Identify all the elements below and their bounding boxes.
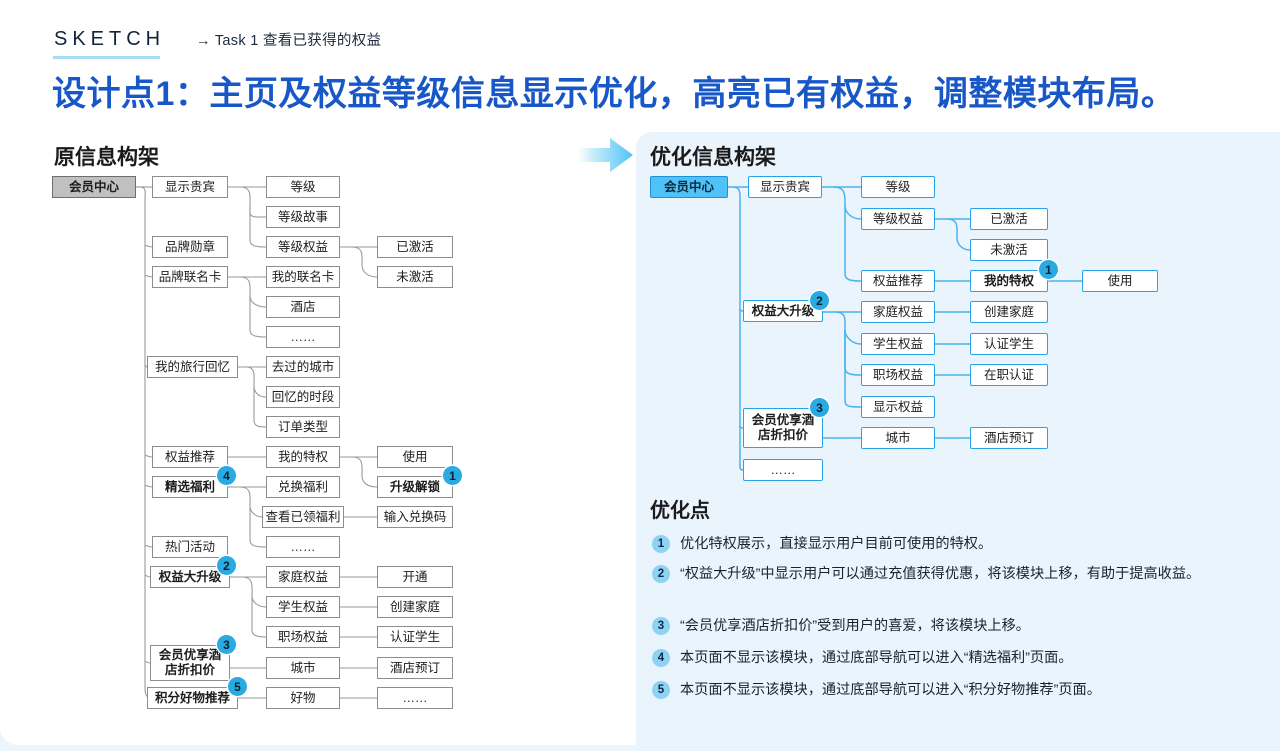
tree-node-精选福利[interactable]: 精选福利: [152, 476, 228, 498]
tree-node-会员中心[interactable]: 会员中心: [650, 176, 728, 198]
tree-node-升级解锁[interactable]: 升级解锁: [377, 476, 453, 498]
optimization-point-3: 3 “会员优享酒店折扣价”受到用户的喜爱，将该模块上移。: [652, 615, 1238, 637]
point-text: 本页面不显示该模块，通过底部导航可以进入“精选福利”页面。: [680, 650, 1073, 666]
tree-node-酒店[interactable]: 酒店: [266, 296, 340, 318]
tree-node-去过的城市[interactable]: 去过的城市: [266, 356, 340, 378]
tree-node-显示贵宾[interactable]: 显示贵宾: [152, 176, 228, 198]
right-arrow-icon: [578, 138, 633, 172]
tree-node-等级[interactable]: 等级: [266, 176, 340, 198]
tree-node-查看已领福利[interactable]: 查看已领福利: [262, 506, 344, 528]
point-number-badge: 3: [652, 617, 670, 635]
marker-badge-3: 3: [217, 635, 236, 654]
point-text: “权益大升级”中显示用户可以通过充值获得优惠，将该模块上移，有助于提高收益。: [680, 566, 1201, 582]
tree-node-学生权益[interactable]: 学生权益: [861, 333, 935, 355]
tree-node-学生权益[interactable]: 学生权益: [266, 596, 340, 618]
tree-node-已激活[interactable]: 已激活: [377, 236, 453, 258]
tree-node-使用[interactable]: 使用: [1082, 270, 1158, 292]
tree-node-未激活[interactable]: 未激活: [970, 239, 1048, 261]
tree-node-认证学生[interactable]: 认证学生: [970, 333, 1048, 355]
tree-node-职场权益[interactable]: 职场权益: [861, 364, 935, 386]
tree-node-显示权益[interactable]: 显示权益: [861, 396, 935, 418]
marker-badge-5: 5: [228, 677, 247, 696]
tree-node-我的特权[interactable]: 我的特权: [970, 270, 1048, 292]
tree-node-创建家庭[interactable]: 创建家庭: [377, 596, 453, 618]
tree-node-认证学生[interactable]: 认证学生: [377, 626, 453, 648]
tree-node-家庭权益[interactable]: 家庭权益: [266, 566, 340, 588]
left-tree-wires: [136, 186, 378, 699]
tree-node-酒店预订[interactable]: 酒店预订: [377, 657, 453, 679]
point-number-badge: 2: [652, 565, 670, 583]
right-tree-wires: [728, 186, 1082, 471]
point-text: “会员优享酒店折扣价”受到用户的喜爱，将该模块上移。: [680, 618, 1030, 634]
tree-node-在职认证[interactable]: 在职认证: [970, 364, 1048, 386]
tree-node-等级权益[interactable]: 等级权益: [861, 208, 935, 230]
tree-node-等级权益[interactable]: 等级权益: [266, 236, 340, 258]
tree-node-权益推荐[interactable]: 权益推荐: [152, 446, 228, 468]
marker-badge-2: 2: [810, 291, 829, 310]
tree-node-职场权益[interactable]: 职场权益: [266, 626, 340, 648]
tree-node-我的旅行回忆[interactable]: 我的旅行回忆: [147, 356, 238, 378]
tree-node-酒店预订[interactable]: 酒店预订: [970, 427, 1048, 449]
tree-node-兑换福利[interactable]: 兑换福利: [266, 476, 340, 498]
tree-node-开通[interactable]: 开通: [377, 566, 453, 588]
tree-node-会员优享酒店折扣价[interactable]: 会员优享酒店折扣价: [743, 408, 823, 448]
marker-badge-1: 1: [1039, 260, 1058, 279]
tree-node-我的特权[interactable]: 我的特权: [266, 446, 340, 468]
tree-node-热门活动[interactable]: 热门活动: [152, 536, 228, 558]
tree-node-积分好物推荐[interactable]: 积分好物推荐: [147, 687, 238, 709]
tree-node-权益大升级[interactable]: 权益大升级: [743, 300, 823, 322]
tree-node-line: 店折扣价: [164, 663, 215, 677]
tree-node-line: 会员优享酒: [751, 413, 815, 427]
point-text: 本页面不显示该模块，通过底部导航可以进入“积分好物推荐”页面。: [680, 682, 1101, 698]
tree-node-已激活[interactable]: 已激活: [970, 208, 1048, 230]
marker-badge-3: 3: [810, 398, 829, 417]
tree-node-显示贵宾[interactable]: 显示贵宾: [748, 176, 822, 198]
marker-badge-1: 1: [443, 466, 462, 485]
marker-badge-2: 2: [217, 556, 236, 575]
tree-node-订单类型[interactable]: 订单类型: [266, 416, 340, 438]
tree-node-城市[interactable]: 城市: [861, 427, 935, 449]
point-number-badge: 1: [652, 535, 670, 553]
tree-node-node[interactable]: ……: [266, 536, 340, 558]
brand-label: SKETCH: [54, 28, 166, 50]
tree-node-node[interactable]: ……: [743, 459, 823, 481]
brand-underline: [53, 56, 160, 59]
tree-node-品牌勋章[interactable]: 品牌勋章: [152, 236, 228, 258]
point-text: 优化特权展示，直接显示用户目前可使用的特权。: [680, 536, 993, 552]
point-number-badge: 4: [652, 649, 670, 667]
tree-node-node[interactable]: ……: [266, 326, 340, 348]
optimization-points-heading: 优化点: [650, 500, 710, 522]
tree-node-权益大升级[interactable]: 权益大升级: [150, 566, 230, 588]
tree-node-权益推荐[interactable]: 权益推荐: [861, 270, 935, 292]
tree-node-输入兑换码[interactable]: 输入兑换码: [377, 506, 453, 528]
tree-node-我的联名卡[interactable]: 我的联名卡: [266, 266, 340, 288]
tree-node-等级[interactable]: 等级: [861, 176, 935, 198]
optimized-architecture-heading: 优化信息构架: [650, 146, 776, 169]
task-label: → Task 1 查看已获得的权益: [196, 33, 382, 49]
tree-node-等级故事[interactable]: 等级故事: [266, 206, 340, 228]
optimization-point-4: 4 本页面不显示该模块，通过底部导航可以进入“精选福利”页面。: [652, 647, 1238, 669]
optimization-point-1: 1 优化特权展示，直接显示用户目前可使用的特权。: [652, 533, 1238, 555]
tree-node-回忆的时段[interactable]: 回忆的时段: [266, 386, 340, 408]
marker-badge-4: 4: [217, 466, 236, 485]
optimization-point-5: 5 本页面不显示该模块，通过底部导航可以进入“积分好物推荐”页面。: [652, 679, 1238, 701]
page-title: 设计点1：主页及权益等级信息显示优化，高亮已有权益，调整模块布局。: [52, 75, 1176, 113]
tree-node-node[interactable]: ……: [377, 687, 453, 709]
tree-node-未激活[interactable]: 未激活: [377, 266, 453, 288]
optimization-point-2: 2 “权益大升级”中显示用户可以通过充值获得优惠，将该模块上移，有助于提高收益。: [652, 563, 1238, 585]
tree-node-line: 会员优享酒: [158, 648, 222, 662]
tree-node-创建家庭[interactable]: 创建家庭: [970, 301, 1048, 323]
tree-node-会员优享酒店折扣价[interactable]: 会员优享酒店折扣价: [150, 645, 230, 681]
original-architecture-heading: 原信息构架: [54, 146, 159, 169]
tree-node-好物[interactable]: 好物: [266, 687, 340, 709]
tree-node-使用[interactable]: 使用: [377, 446, 453, 468]
tree-node-城市[interactable]: 城市: [266, 657, 340, 679]
point-number-badge: 5: [652, 681, 670, 699]
tree-node-品牌联名卡[interactable]: 品牌联名卡: [152, 266, 228, 288]
tree-node-line: 店折扣价: [757, 428, 808, 442]
tree-node-家庭权益[interactable]: 家庭权益: [861, 301, 935, 323]
tree-node-会员中心[interactable]: 会员中心: [52, 176, 136, 198]
